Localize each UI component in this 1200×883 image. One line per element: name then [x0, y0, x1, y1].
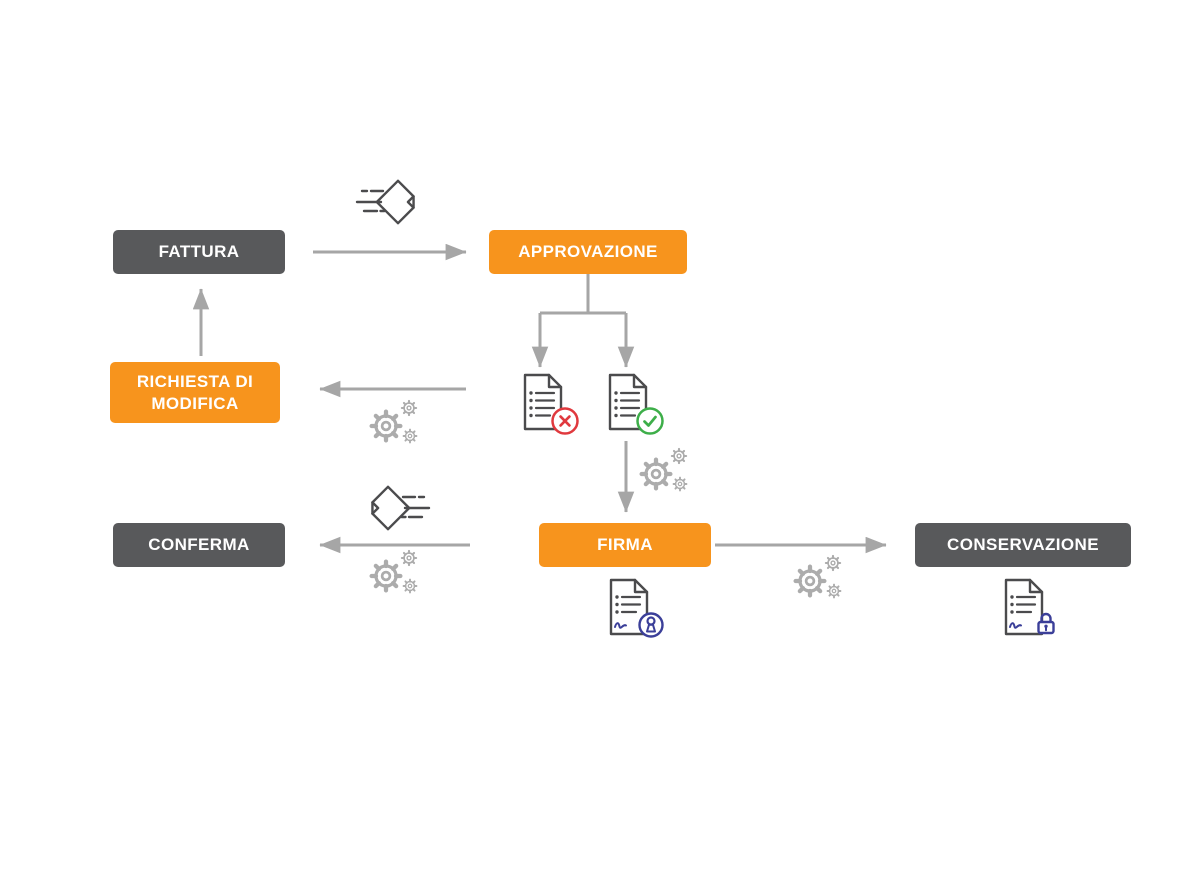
gears-icon	[364, 546, 424, 607]
node-approvazione-label: APPROVAZIONE	[518, 242, 658, 262]
flying-invoice-icon	[354, 174, 426, 241]
signed-document-icon	[606, 577, 668, 648]
rejected-document-icon	[520, 372, 582, 443]
node-conservazione: CONSERVAZIONE	[915, 523, 1131, 567]
gears-icon	[364, 396, 424, 457]
locked-document-icon	[1001, 577, 1063, 648]
node-conferma-label: CONFERMA	[148, 535, 250, 555]
node-richiesta-di-modifica-label: RICHIESTA DI MODIFICA	[136, 372, 254, 413]
node-firma-label: FIRMA	[597, 535, 653, 555]
node-conferma: CONFERMA	[113, 523, 285, 567]
flying-invoice-icon	[360, 480, 432, 547]
node-fattura: FATTURA	[113, 230, 285, 274]
node-approvazione: APPROVAZIONE	[489, 230, 687, 274]
node-conservazione-label: CONSERVAZIONE	[947, 535, 1099, 555]
approvazione-branch-connector	[540, 274, 626, 315]
node-fattura-label: FATTURA	[158, 242, 240, 262]
gears-icon	[634, 444, 694, 505]
node-firma: FIRMA	[539, 523, 711, 567]
gears-icon	[788, 551, 848, 612]
approved-document-icon	[605, 372, 667, 443]
node-richiesta-di-modifica: RICHIESTA DI MODIFICA	[110, 362, 280, 423]
